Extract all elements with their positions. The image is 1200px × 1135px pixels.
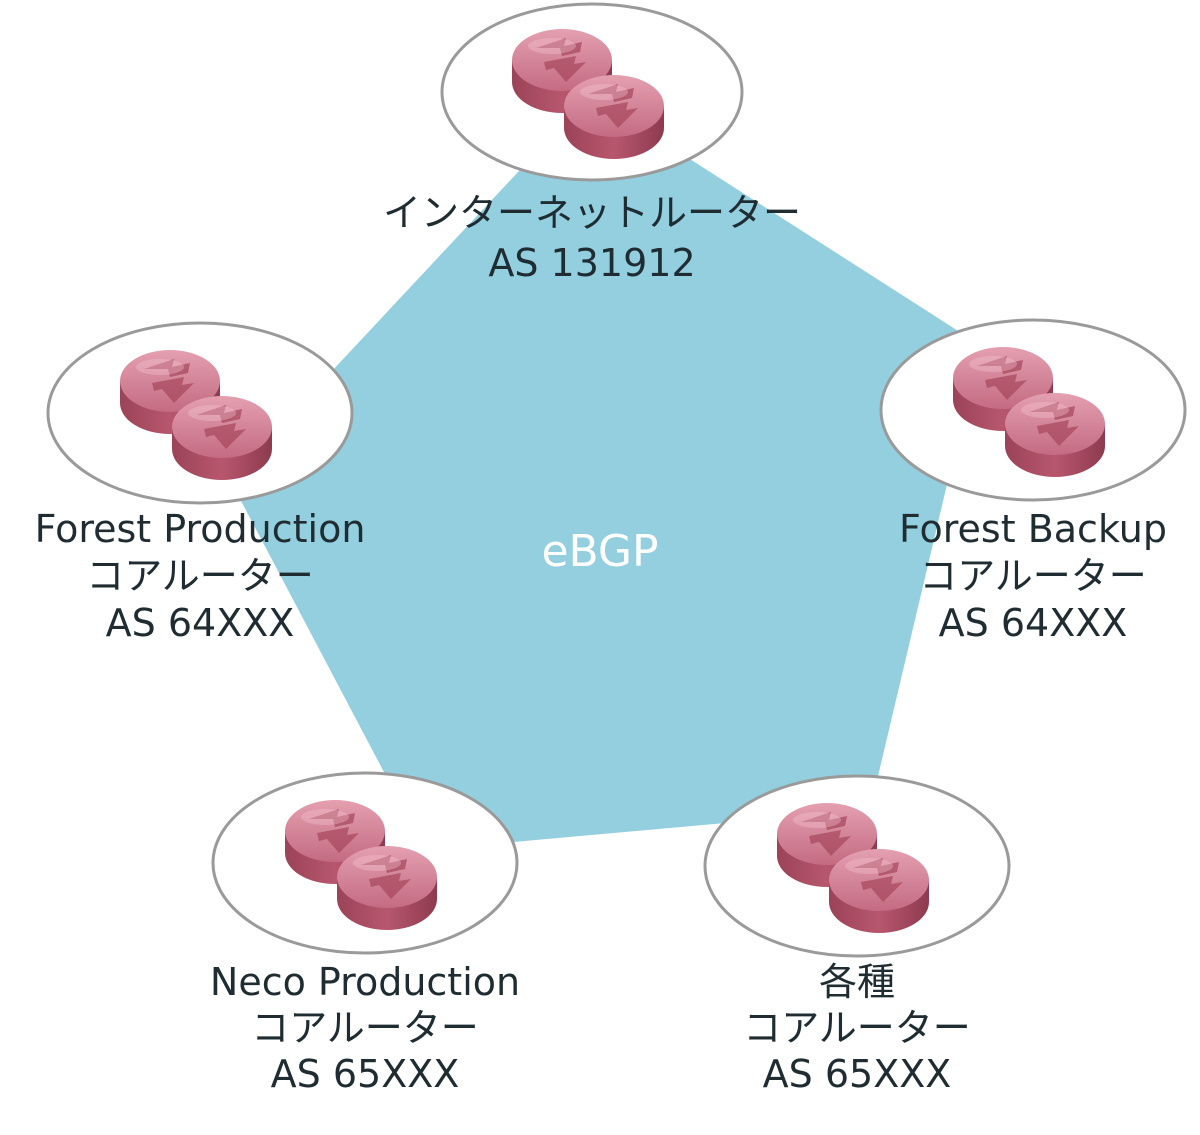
node-internet: インターネットルーター AS 131912 [383,2,801,285]
node-label-line: AS 64XXX [939,601,1128,645]
node-label-line: AS 131912 [488,241,695,285]
router-pair-icon [285,800,437,930]
router-pair-icon [953,347,1105,477]
node-label-line: AS 65XXX [271,1052,460,1096]
node-label-line: コアルーター [919,554,1147,598]
node-label-line: Neco Production [210,960,520,1004]
node-label-line: コアルーター [251,1006,479,1050]
router-icon [829,849,929,933]
node-label-line: Forest Production [35,507,366,551]
router-icon [777,803,877,887]
center-label: eBGP [541,526,658,577]
router-pair-icon [777,803,929,933]
node-label-line: インターネットルーター [383,191,801,235]
ebgp-pentagon [230,95,980,850]
router-pair-icon [512,29,664,159]
router-icon [120,350,220,434]
node-label-line: コアルーター [743,1006,971,1050]
node-label-line: AS 65XXX [763,1052,952,1096]
node-label-line: コアルーター [86,554,314,598]
router-icon [1005,393,1105,477]
router-icon [564,75,664,159]
node-label-line: 各種 [819,960,895,1004]
node-label-line: Forest Backup [899,507,1167,551]
router-icon [172,396,272,480]
router-pair-icon [120,350,272,480]
router-icon [337,846,437,930]
node-label-line: AS 64XXX [106,601,295,645]
